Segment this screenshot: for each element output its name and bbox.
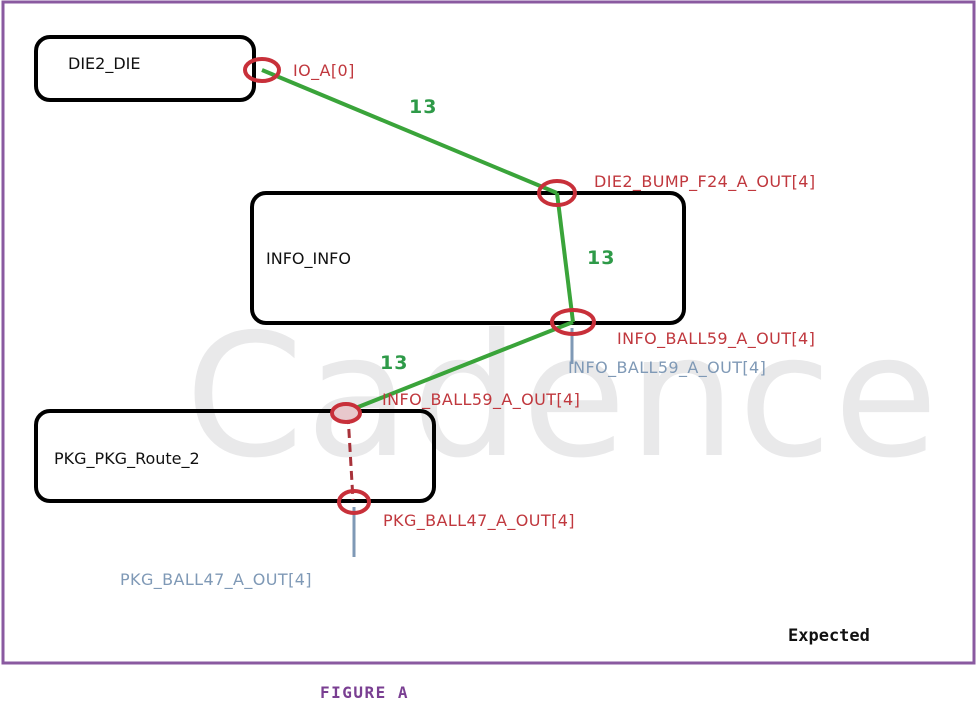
route-bump-to-info-ball-count: 13 [587, 247, 615, 269]
bump-pin-label: DIE2_BUMP_F24_A_OUT[4] [594, 172, 816, 192]
pkg-ball-net-label: PKG_BALL47_A_OUT[4] [120, 570, 312, 590]
info-block[interactable] [250, 191, 686, 325]
io-pin[interactable] [243, 57, 281, 83]
route-info-ball-to-pkg[interactable] [342, 320, 574, 415]
io-pin-label: IO_A[0] [293, 61, 355, 81]
pkg-bottom-pin-label: PKG_BALL47_A_OUT[4] [383, 511, 575, 531]
route-io-to-bump[interactable] [261, 68, 558, 195]
route-io-to-bump-count: 13 [409, 96, 437, 118]
pkg-block[interactable] [34, 409, 436, 503]
diagram-frame [1, 0, 976, 665]
die-block-label: DIE2_DIE [68, 54, 140, 74]
route-bump-to-info-ball[interactable] [555, 192, 575, 323]
expected-label: Expected [788, 626, 870, 646]
info-ball-pin-label: INFO_BALL59_A_OUT[4] [617, 329, 815, 349]
pkg-top-pin-label: INFO_BALL59_A_OUT[4] [382, 390, 580, 410]
info-ball-pin[interactable] [550, 308, 596, 336]
pkg-top-pin[interactable] [330, 402, 362, 424]
bump-pin[interactable] [537, 179, 577, 207]
info-block-label: INFO_INFO [266, 249, 351, 269]
pkg-block-label: PKG_PKG_Route_2 [54, 449, 200, 469]
info-ball-net-label: INFO_BALL59_A_OUT[4] [568, 358, 766, 378]
route-pkg-internal[interactable] [346, 414, 355, 501]
figure-caption: FIGURE A [320, 683, 409, 702]
pkg-bottom-pin[interactable] [337, 489, 371, 515]
die-block[interactable] [34, 35, 256, 102]
route-info-ball-to-pkg-count: 13 [380, 352, 408, 374]
